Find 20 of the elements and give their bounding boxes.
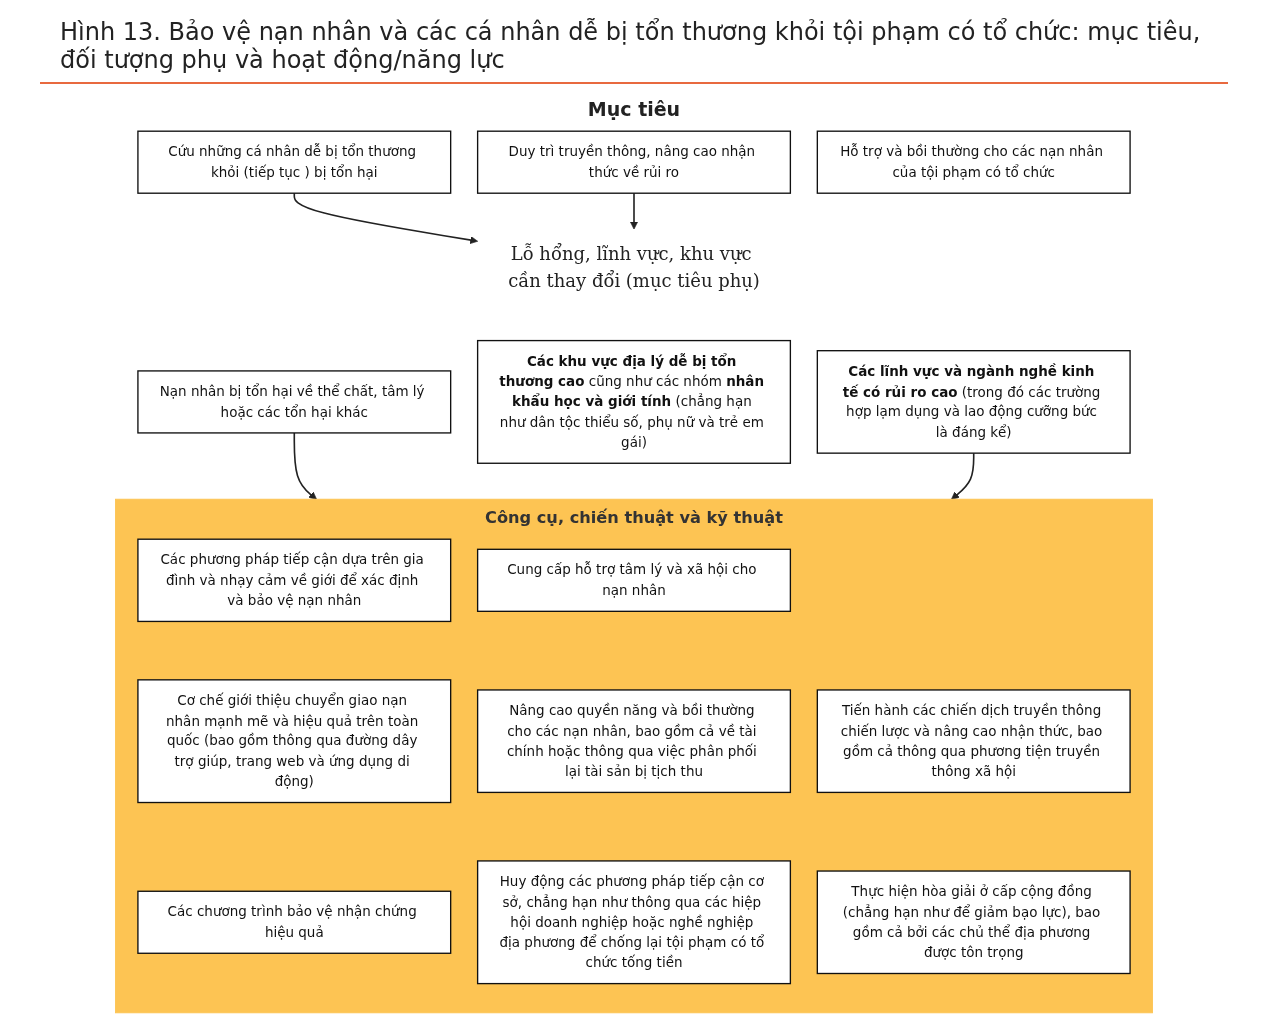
node-box: Cứu những cá nhân dễ bị tổn thương khỏi (tiếp tục ) bị tổn hại	[137, 130, 452, 194]
node-box: Nạn nhân bị tổn hại về thể chất, tâm lý hoặc các tổn hại khác	[137, 370, 452, 434]
node-box: Duy trì truyền thông, nâng cao nhận thức về rủi ro	[476, 130, 792, 194]
node-box: Các chương trình bảo vệ nhận chứng hiệu quả	[137, 890, 452, 954]
node-box: Nâng cao quyền năng và bồi thường cho các nạn nhân, bao gồm cả về tài chính hoặc thông qua việc phân phối lại tài sản bị tịch thu	[476, 689, 792, 794]
node-box: Huy động các phương pháp tiếp cận cơ sở, chẳng hạn như thông qua các hiệp hội doanh nghiệp hoặc nghề nghiệp địa phương để chống lại tội phạm có tổ chức tống tiền	[476, 860, 792, 985]
arrow	[951, 452, 975, 500]
node-box: Cung cấp hỗ trợ tâm lý và xã hội cho nạn nhân	[476, 548, 792, 612]
node-box: Hỗ trợ và bồi thường cho các nạn nhân của tội phạm có tổ chức	[816, 130, 1131, 194]
arrow	[293, 432, 317, 500]
node-text: Lỗ hổng, lĩnh vực, khu vực cần thay đổi (mục tiêu phụ)	[508, 242, 760, 292]
node-box: Các lĩnh vực và ngành nghề kinh tế có rủi ro cao (trong đó các trường hợp lạm dụng và lao động cưỡng bức là đáng kể)	[816, 350, 1131, 454]
arrow	[293, 192, 478, 244]
node-box: Các khu vực địa lý dễ bị tổn thương cao cũng như các nhóm nhân khẩu học và giới tính (chẳng hạn như dân tộc thiểu số, phụ nữ và trẻ em gái)	[476, 339, 792, 464]
node-box: Thực hiện hòa giải ở cấp cộng đồng (chẳng hạn như để giảm bạo lực), bao gồm cả bởi các chủ thể địa phương được tôn trọng	[816, 870, 1131, 975]
arrow	[630, 192, 638, 230]
node-box: Cơ chế giới thiệu chuyển giao nạn nhân mạnh mẽ và hiệu quả trên toàn quốc (bao gồm thông qua đường dây trợ giúp, trang web và ứng dụng di động)	[137, 679, 452, 804]
node-box: Tiến hành các chiến dịch truyền thông chiến lược và nâng cao nhận thức, bao gồm cả thông qua phương tiện truyền thông xã hội	[816, 689, 1131, 794]
figure-title: Hình 13. Bảo vệ nạn nhân và các cá nhân dễ bị tổn thương khỏi tội phạm có tổ chức: mục tiêu, đối tượng phụ và hoạt động/năng lực	[40, 18, 1228, 84]
node-box: Các phương pháp tiếp cận dựa trên gia đình và nhạy cảm về giới để xác định và bảo vệ nạn nhân	[137, 538, 452, 623]
